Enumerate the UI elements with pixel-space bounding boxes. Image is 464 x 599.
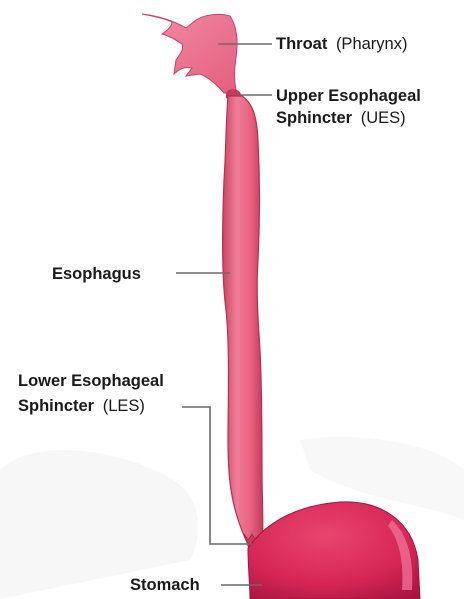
ues-label-line1: Upper Esophageal bbox=[276, 87, 421, 105]
stomach-shape bbox=[248, 502, 420, 599]
pharynx-shape bbox=[142, 14, 237, 93]
throat-label: Throat (Pharynx) bbox=[276, 35, 407, 53]
stomach-label: Stomach bbox=[130, 576, 200, 594]
les-label-line2: Sphincter (LES) bbox=[18, 397, 145, 415]
esophagus-label: Esophagus bbox=[52, 265, 141, 283]
les-label-line1: Lower Esophageal bbox=[18, 372, 164, 390]
ues-label-line2: Sphincter (UES) bbox=[276, 109, 406, 127]
esophagus-tube bbox=[223, 96, 263, 548]
